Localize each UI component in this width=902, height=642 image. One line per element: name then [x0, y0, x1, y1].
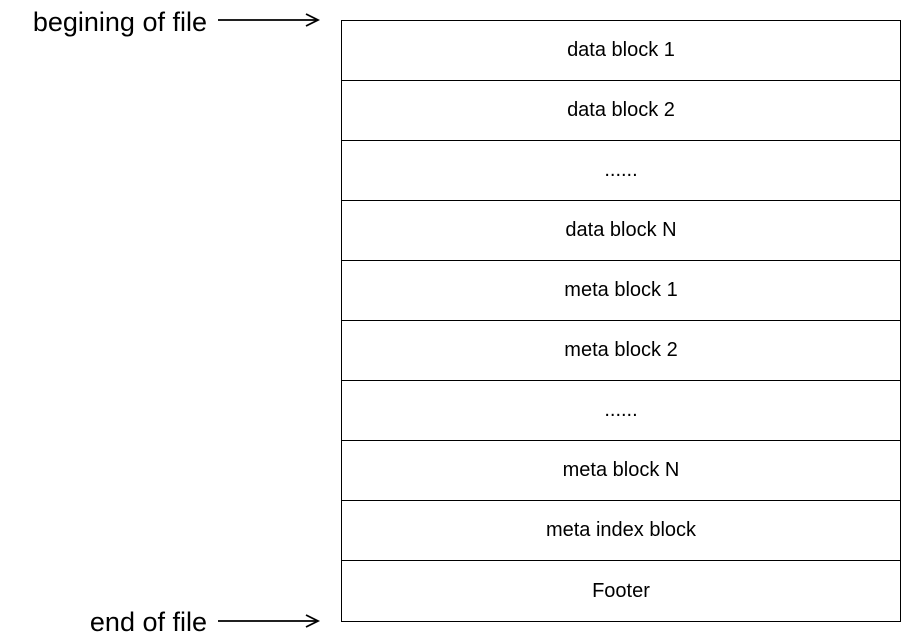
meta-block-2: meta block 2 [342, 321, 900, 381]
meta-block-n: meta block N [342, 441, 900, 501]
data-block-2: data block 2 [342, 81, 900, 141]
data-block-ellipsis: ...... [342, 141, 900, 201]
file-block-stack: data block 1 data block 2 ...... data bl… [341, 20, 901, 622]
data-block-n: data block N [342, 201, 900, 261]
beginning-arrow-icon [218, 13, 321, 27]
meta-index-block: meta index block [342, 501, 900, 561]
end-arrow-icon [218, 614, 321, 628]
meta-block-ellipsis: ...... [342, 381, 900, 441]
beginning-of-file-label: begining of file [32, 7, 207, 37]
meta-block-1: meta block 1 [342, 261, 900, 321]
data-block-1: data block 1 [342, 21, 900, 81]
end-of-file-label: end of file [89, 607, 207, 637]
footer-block: Footer [592, 579, 650, 602]
